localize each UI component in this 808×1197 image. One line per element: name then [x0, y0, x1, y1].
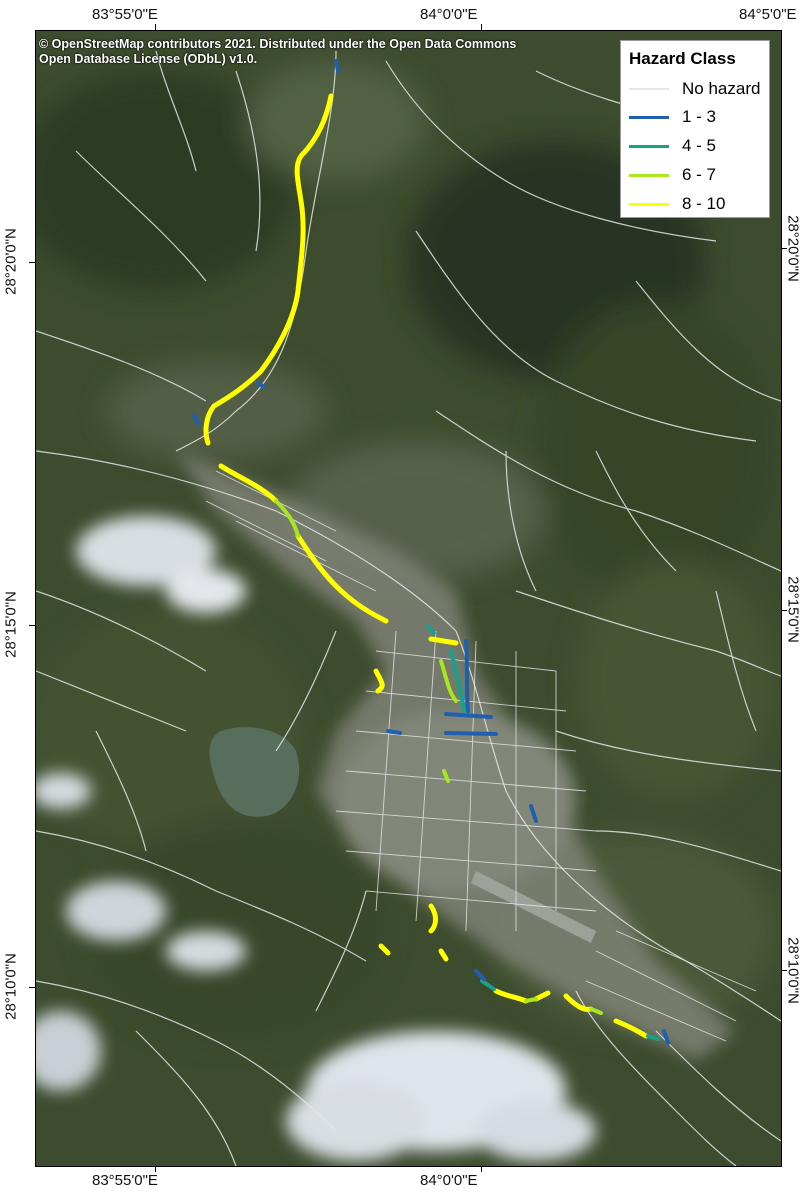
hazard-river-4-5: [426, 624, 660, 1041]
top-axis-label-2: 84°0'0"E: [420, 6, 478, 23]
legend-swatch: [629, 202, 669, 206]
legend-item-6-7: 6 - 7: [629, 165, 716, 185]
airport-runway: [471, 871, 596, 943]
bottom-tick-1: [155, 1166, 156, 1172]
urban-road-mesh: [205, 470, 757, 1042]
legend-item-no-hazard: No hazard: [629, 79, 760, 99]
attribution-line-2: Open Database License (ODbL) v1.0.: [39, 52, 258, 66]
legend: Hazard Class No hazard 1 - 3 4 - 5 6 - 7…: [620, 40, 770, 218]
bottom-axis-label-2: 84°0'0"E: [420, 1172, 478, 1189]
map-canvas[interactable]: [35, 30, 782, 1167]
right-tick-2: [781, 610, 787, 611]
top-tick-2: [481, 24, 482, 30]
clouds: [36, 516, 596, 1161]
legend-label: 1 - 3: [682, 107, 717, 126]
hazard-river-8-10: [203, 93, 649, 1039]
attribution-line-1: © OpenStreetMap contributors 2021. Distr…: [39, 37, 517, 51]
legend-item-8-10: 8 - 10: [629, 194, 725, 214]
legend-label: 8 - 10: [682, 194, 726, 213]
legend-label: No hazard: [682, 79, 761, 98]
legend-swatch: [629, 115, 669, 119]
bottom-tick-2: [481, 1166, 482, 1172]
map-svg: [36, 31, 781, 1166]
right-axis-label-3: 28°10'0"N: [784, 937, 802, 1004]
legend-swatch: [629, 144, 669, 148]
legend-item-1-3: 1 - 3: [629, 107, 716, 127]
hazard-river-6-7: [274, 499, 603, 1015]
left-axis-label-3: 28°10'0"N: [2, 953, 20, 1020]
top-axis-label-1: 83°55'0"E: [92, 6, 158, 23]
map-attribution: © OpenStreetMap contributors 2021. Distr…: [39, 37, 516, 67]
left-tick-1: [29, 262, 35, 263]
top-axis-label-3: 84°5'0"E: [739, 6, 797, 23]
right-tick-3: [781, 970, 787, 971]
left-axis-label-2: 28°15'0"N: [2, 591, 20, 658]
legend-label: 4 - 5: [682, 136, 717, 155]
right-axis-label-1: 28°20'0"N: [784, 215, 802, 282]
left-tick-2: [29, 625, 35, 626]
legend-item-4-5: 4 - 5: [629, 136, 716, 156]
left-axis-label-1: 28°20'0"N: [2, 228, 20, 295]
right-tick-1: [781, 248, 787, 249]
bottom-axis-label-1: 83°55'0"E: [92, 1172, 158, 1189]
road-network: [36, 50, 781, 1166]
hazard-river-1-3: [192, 59, 670, 1045]
legend-title: Hazard Class: [629, 49, 736, 68]
right-axis-label-2: 28°15'0"N: [784, 576, 802, 643]
legend-swatch: [629, 88, 669, 90]
legend-swatch: [629, 173, 669, 177]
legend-label: 6 - 7: [682, 165, 717, 184]
left-tick-3: [29, 987, 35, 988]
top-tick-1: [155, 24, 156, 30]
